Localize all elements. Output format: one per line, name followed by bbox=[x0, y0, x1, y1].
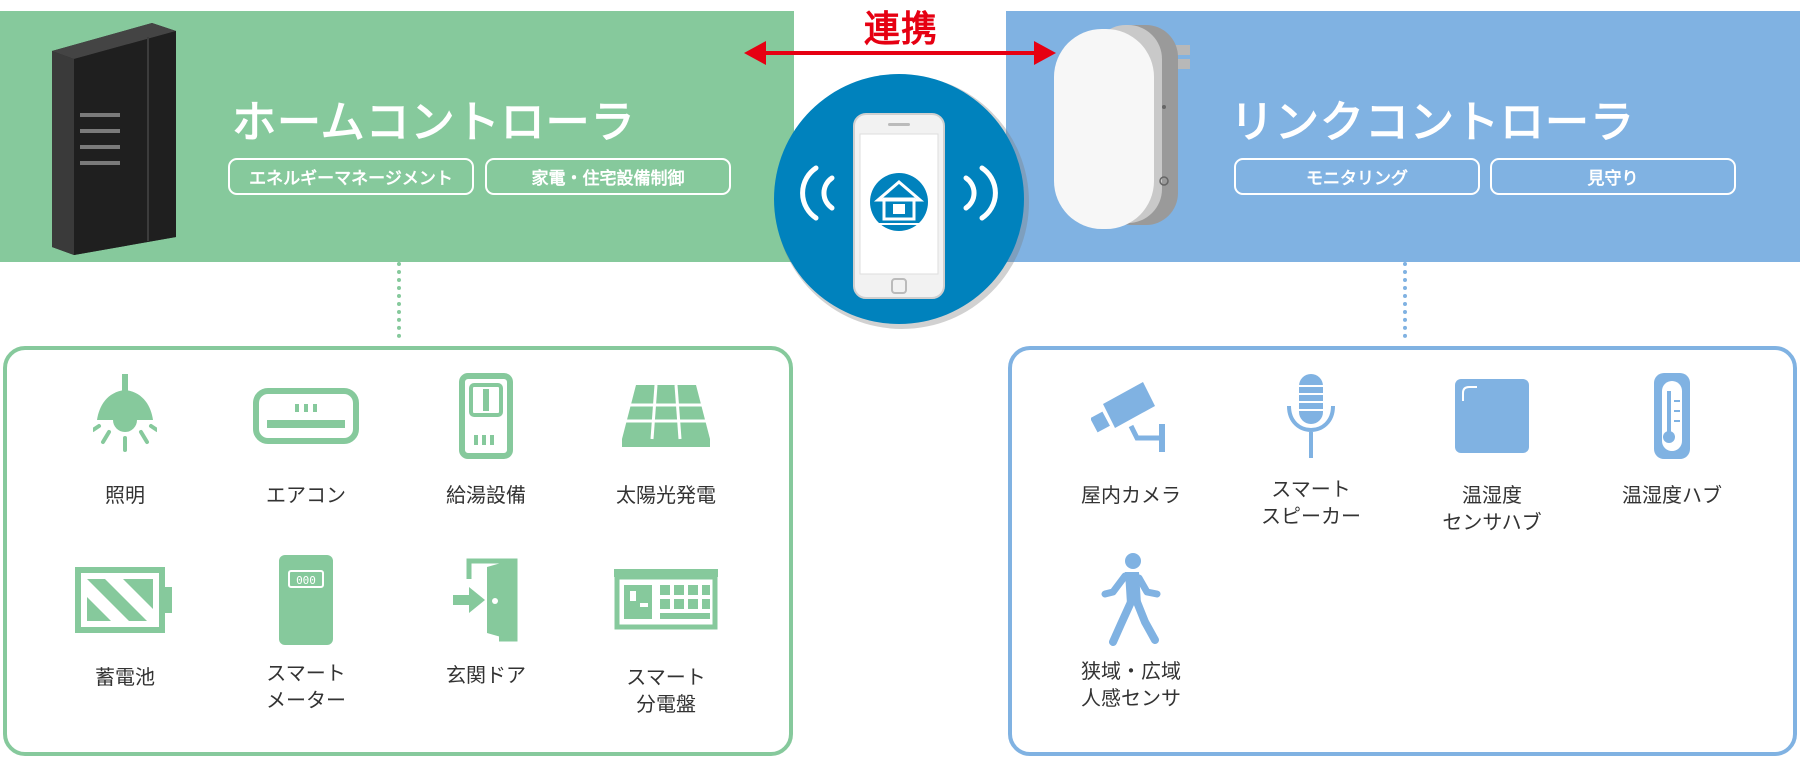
home-controller-title: ホームコントローラ bbox=[232, 97, 636, 148]
device-battery: 蓄電池 bbox=[40, 558, 210, 691]
thermometer-icon bbox=[1587, 373, 1757, 459]
device-light: 照明 bbox=[40, 374, 210, 509]
tag-watching: 見守り bbox=[1490, 158, 1736, 195]
tag-appliance-control: 家電・住宅設備制御 bbox=[485, 158, 731, 195]
device-label: 屋内カメラ bbox=[1081, 483, 1181, 507]
solar-panel-icon bbox=[581, 374, 751, 458]
device-label: 給湯設備 bbox=[446, 483, 526, 507]
distribution-board-icon bbox=[581, 558, 751, 642]
home-controller-device-image bbox=[44, 15, 184, 261]
device-label: エアコン bbox=[266, 483, 346, 507]
link-devices-box bbox=[1008, 346, 1797, 756]
air-conditioner-icon bbox=[221, 374, 391, 458]
smart-meter-icon: 000 bbox=[221, 555, 391, 645]
device-label: 温湿度ハブ bbox=[1622, 483, 1722, 507]
tag-energy-management: エネルギーマネージメント bbox=[228, 158, 474, 195]
device-label: スマート 分電盤 bbox=[626, 665, 706, 716]
microphone-icon bbox=[1226, 374, 1396, 458]
device-label: 狭域・広域 人感センサ bbox=[1081, 659, 1181, 710]
device-entrance-door: 玄関ドア bbox=[401, 558, 571, 689]
battery-icon bbox=[40, 558, 210, 642]
device-solar-panel: 太陽光発電 bbox=[581, 374, 751, 509]
device-air-conditioner: エアコン bbox=[221, 374, 391, 509]
link-arrow bbox=[744, 40, 1056, 66]
link-controller-device-image bbox=[1052, 21, 1202, 243]
home-controller-panel: ホームコントローラ エネルギーマネージメント 家電・住宅設備制御 bbox=[0, 11, 794, 262]
camera-icon bbox=[1046, 374, 1216, 458]
tag-monitoring: モニタリング bbox=[1234, 158, 1480, 195]
link-controller-panel: リンクコントローラ モニタリング 見守り bbox=[1006, 11, 1800, 262]
home-connector-line bbox=[397, 262, 401, 338]
light-icon bbox=[40, 374, 210, 458]
water-heater-icon bbox=[401, 373, 571, 459]
link-controller-title: リンクコントローラ bbox=[1230, 97, 1635, 148]
device-water-heater: 給湯設備 bbox=[401, 373, 571, 509]
device-label: 玄関ドア bbox=[446, 663, 526, 687]
device-label: 照明 bbox=[105, 483, 145, 507]
device-label: スマート スピーカー bbox=[1261, 477, 1361, 528]
entrance-door-icon bbox=[401, 558, 571, 642]
link-connector-line bbox=[1403, 262, 1407, 338]
walking-person-icon bbox=[1046, 552, 1216, 646]
home-devices-box bbox=[3, 346, 793, 756]
svg-text:000: 000 bbox=[296, 574, 316, 587]
device-label: 蓄電池 bbox=[95, 665, 155, 689]
smartphone-app-circle bbox=[772, 72, 1032, 332]
device-label: スマート メーター bbox=[266, 661, 346, 712]
sensor-hub-icon bbox=[1407, 374, 1577, 458]
device-thermo-hygro-hub: 温湿度ハブ bbox=[1587, 373, 1757, 509]
device-motion-sensor: 狭域・広域 人感センサ bbox=[1046, 552, 1216, 712]
device-sensor-hub: 温湿度 センサハブ bbox=[1407, 374, 1577, 536]
link-label: 連携 bbox=[863, 9, 938, 50]
device-smart-speaker: スマート スピーカー bbox=[1226, 374, 1396, 530]
device-smart-meter: 000 スマート メーター bbox=[221, 555, 391, 714]
device-label: 太陽光発電 bbox=[616, 483, 716, 507]
device-distribution-board: スマート 分電盤 bbox=[581, 558, 751, 718]
device-label: 温湿度 センサハブ bbox=[1442, 483, 1542, 534]
device-indoor-camera: 屋内カメラ bbox=[1046, 374, 1216, 509]
